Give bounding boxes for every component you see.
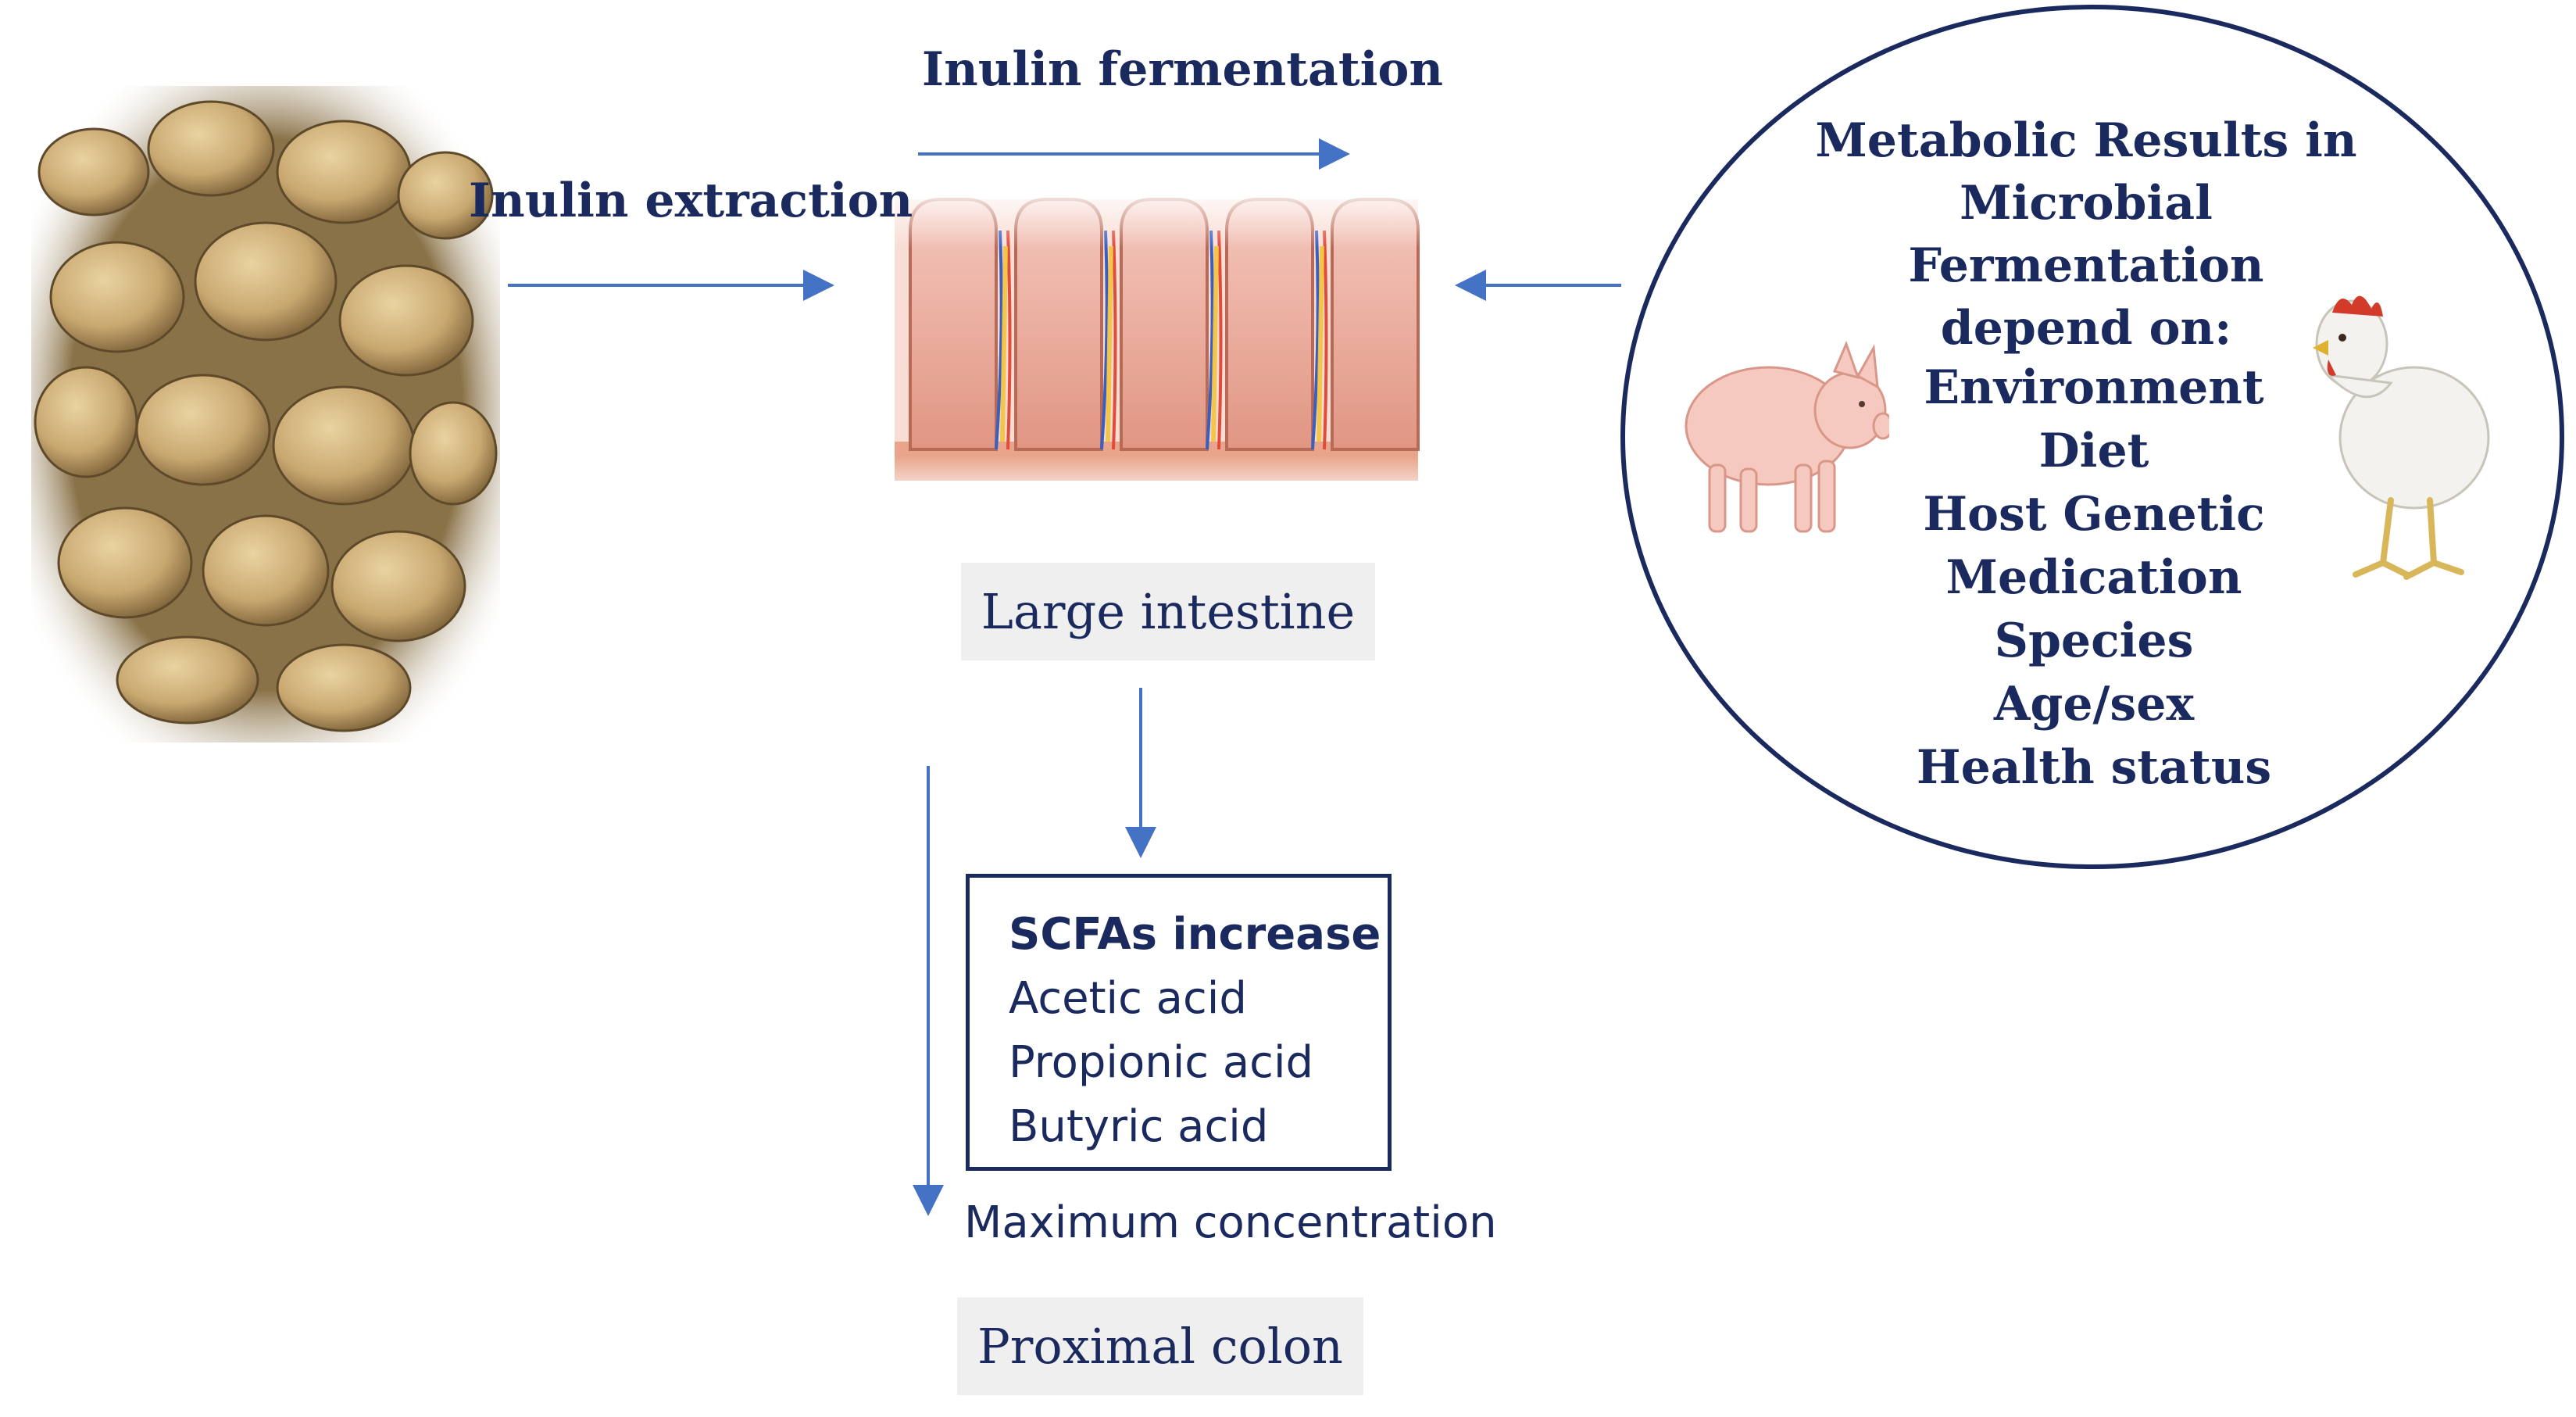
jerusalem-artichoke-tubers-image (31, 86, 500, 742)
factor-host-genetic: Host Genetic (1923, 487, 2265, 542)
circle-title-line-3: depend on: (1940, 301, 2232, 356)
scfa-title: SCFAs increase (1009, 909, 1381, 960)
factor-list: Environment Diet Host Genetic Medication… (1860, 356, 2328, 800)
factor-species: Species (1994, 614, 2194, 668)
factor-health-status: Health status (1916, 740, 2272, 795)
large-intestine-text: Large intestine (981, 583, 1356, 640)
scfa-box: SCFAs increase Acetic acid Propionic aci… (966, 874, 1392, 1171)
proximal-colon-label: Proximal colon (957, 1297, 1363, 1395)
factor-medication: Medication (1945, 550, 2242, 605)
maximum-concentration-label: Maximum concentration (964, 1197, 1497, 1248)
circle-title-line-2: Microbial Fermentation (1908, 176, 2264, 293)
factor-environment: Environment (1924, 360, 2264, 415)
factors-circle (1620, 5, 2564, 869)
factor-diet: Diet (2038, 424, 2149, 478)
scfa-item-butyric: Butyric acid (1009, 1101, 1269, 1152)
inulin-fermentation-label: Inulin fermentation (922, 42, 1444, 97)
large-intestine-label: Large intestine (961, 563, 1375, 660)
circle-title: Metabolic Results in Microbial Fermentat… (1789, 109, 2383, 360)
scfa-item-propionic: Propionic acid (1009, 1037, 1314, 1088)
intestinal-villi-illustration (879, 184, 1434, 504)
proximal-colon-text: Proximal colon (977, 1318, 1343, 1375)
factor-age-sex: Age/sex (1993, 677, 2195, 732)
circle-title-line-1: Metabolic Results in (1815, 113, 2357, 168)
inulin-extraction-label: Inulin extraction (469, 174, 913, 228)
scfa-item-acetic: Acetic acid (1009, 973, 1247, 1024)
